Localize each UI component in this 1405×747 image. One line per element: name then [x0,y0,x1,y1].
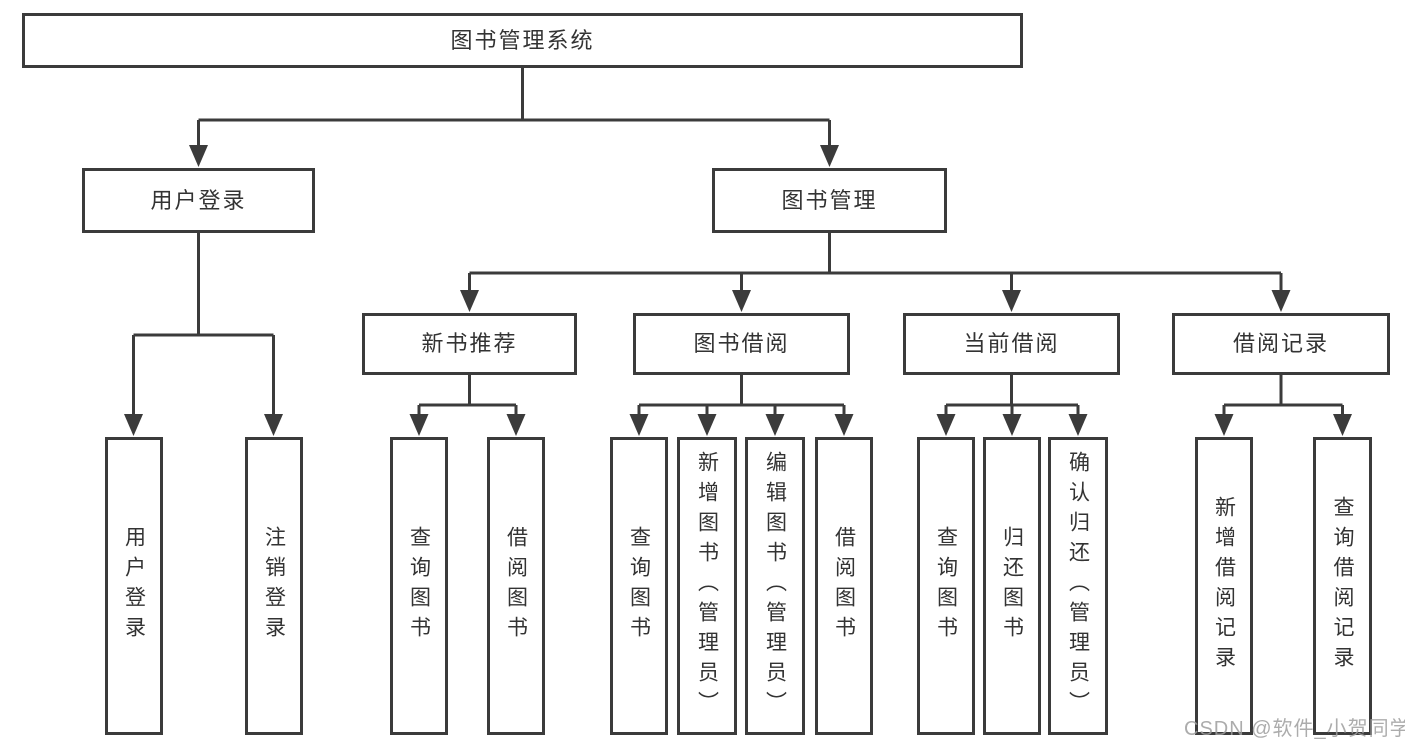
node-current-borrow: 当前借阅 [903,313,1120,375]
arrow-icon [936,414,956,436]
leaf-label: 新增图书（管理员） [695,451,719,721]
arrow-icon [1002,290,1021,312]
leaf-query-borrow-record: 查询借阅记录 [1313,437,1372,735]
leaf-label: 注销登录 [262,526,286,646]
node-label: 图书借阅 [693,331,790,356]
leaf-logout-login: 注销登录 [245,437,303,735]
leaf-label: 确认归还（管理员） [1066,451,1090,721]
node-label: 当前借阅 [963,331,1060,356]
leaf-label: 用户登录 [122,526,146,646]
arrow-icon [697,414,717,436]
leaf-label: 归还图书 [1000,526,1024,646]
leaf-label: 查询借阅记录 [1331,496,1354,676]
leaf-label: 新增借阅记录 [1212,496,1236,676]
node-label: 借阅记录 [1232,331,1329,356]
leaf-label: 查询图书 [934,526,958,646]
leaf-query-books-current: 查询图书 [917,437,975,735]
arrow-icon [264,414,283,436]
leaf-confirm-return-admin: 确认归还（管理员） [1048,437,1108,735]
arrow-icon [506,414,526,436]
node-borrow-records: 借阅记录 [1172,313,1390,375]
node-label: 新书推荐 [421,331,518,356]
arrow-icon [732,290,751,312]
node-book-management: 图书管理 [712,168,947,233]
arrow-icon [460,290,479,312]
node-book-borrow: 图书借阅 [633,313,850,375]
leaf-return-books: 归还图书 [983,437,1041,735]
leaf-label: 查询图书 [627,526,651,646]
node-label: 图书管理系统 [450,27,595,53]
arrow-icon [820,145,839,167]
arrow-icon [1271,290,1291,312]
leaf-label: 借阅图书 [504,526,528,646]
leaf-edit-books-admin: 编辑图书（管理员） [745,437,805,735]
arrow-icon [1002,414,1022,436]
arrowheads [124,145,1352,436]
leaf-add-borrow-record: 新增借阅记录 [1195,437,1253,735]
node-user-login: 用户登录 [82,168,315,233]
leaf-add-books-admin: 新增图书（管理员） [677,437,737,735]
node-root-system: 图书管理系统 [22,13,1023,68]
arrow-icon [765,414,785,436]
leaf-query-books-recommend: 查询图书 [390,437,448,735]
arrow-icon [189,145,208,167]
leaf-label: 借阅图书 [832,526,856,646]
connector-paths [132,68,1344,418]
node-label: 用户登录 [150,187,247,213]
leaf-query-books-borrow: 查询图书 [610,437,668,735]
arrow-icon [1333,414,1352,436]
arrow-icon [1068,414,1088,436]
leaf-borrow-books: 借阅图书 [815,437,873,735]
node-label: 图书管理 [781,187,878,213]
arrow-icon [629,414,649,436]
csdn-watermark: CSDN @软件_小贺同学 [1184,718,1405,740]
leaf-label: 编辑图书（管理员） [763,451,787,721]
leaf-user-login: 用户登录 [105,437,163,735]
leaf-borrow-books-recommend: 借阅图书 [487,437,545,735]
arrow-icon [409,414,429,436]
arrow-icon [834,414,854,436]
leaf-label: 查询图书 [407,526,431,646]
arrow-icon [1214,414,1234,436]
node-new-book-recommend: 新书推荐 [362,313,577,375]
arrow-icon [124,414,143,436]
